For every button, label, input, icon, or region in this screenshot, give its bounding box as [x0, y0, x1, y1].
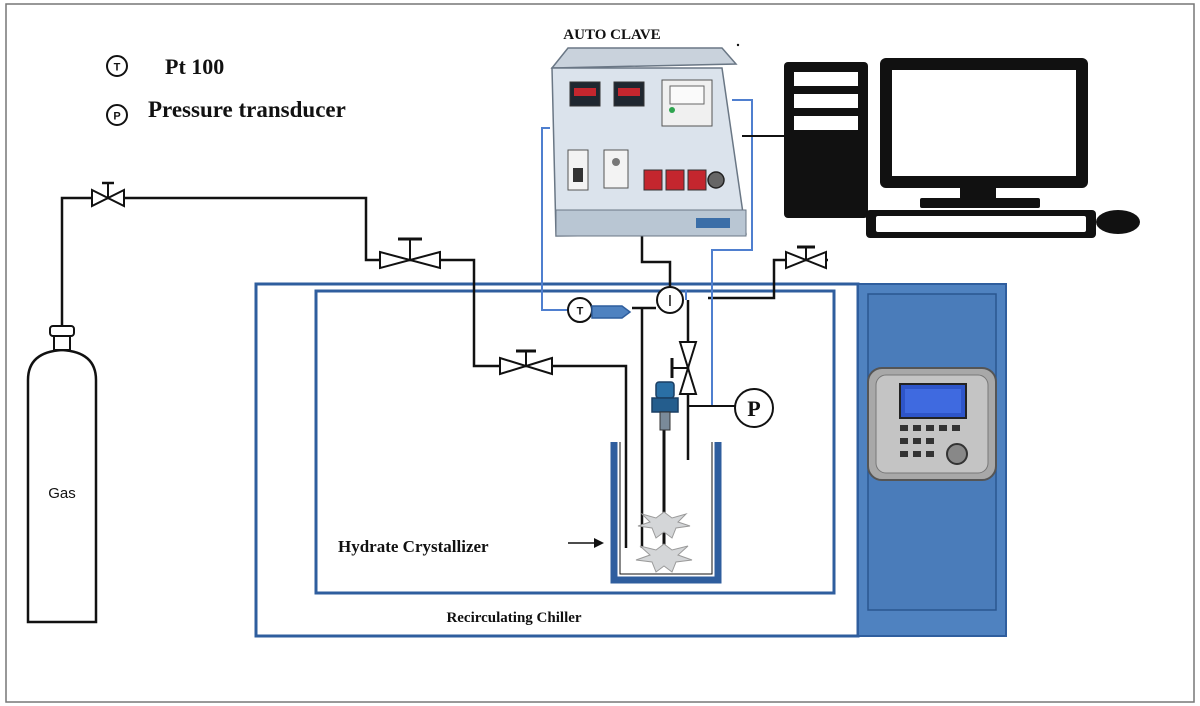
stirrer-indicator: I — [656, 286, 684, 314]
pt100-sensor: T — [567, 297, 632, 323]
legend-t-icon: T — [106, 55, 128, 77]
recirculating-chiller: Recirculating Chiller — [254, 282, 1007, 638]
gas-cylinder: Gas — [26, 325, 98, 624]
computer — [784, 58, 1140, 238]
autoclave-controller — [550, 47, 747, 237]
impeller-lower — [635, 543, 693, 573]
pressure-transducer-symbol: P — [747, 396, 760, 421]
pressure-transducer: P — [688, 388, 774, 428]
crystallizer-arrow — [568, 538, 604, 548]
valve-inlet-main[interactable] — [379, 237, 441, 270]
chiller-controller — [867, 367, 997, 481]
hydrate-crystallizer — [610, 381, 722, 584]
chiller-bath — [314, 289, 836, 595]
stirrer-indicator-symbol: I — [668, 293, 672, 310]
valve-gas-outlet[interactable] — [91, 181, 125, 208]
controller-knob — [946, 443, 968, 465]
autoclave-label: AUTO CLAVE — [563, 27, 660, 43]
valve-inlet-bath[interactable] — [499, 349, 553, 376]
crystallizer-label: Hydrate Crystallizer — [338, 537, 489, 556]
legend: T Pt 100 P Pressure transducer — [106, 54, 346, 126]
stirrer-motor — [651, 381, 679, 431]
valve-vent[interactable] — [785, 245, 827, 270]
gas-label: Gas — [48, 485, 76, 502]
valve-vertical-outlet[interactable] — [670, 341, 698, 395]
legend-p-symbol: P — [113, 111, 120, 123]
pt100-symbol: T — [577, 306, 584, 318]
legend-t-label: Pt 100 — [165, 54, 224, 79]
stray-dot — [736, 43, 740, 47]
impeller-upper — [637, 511, 691, 539]
computer-mouse — [1096, 210, 1140, 234]
controller-keypad — [900, 425, 960, 457]
legend-p-label: Pressure transducer — [148, 97, 346, 122]
legend-t-symbol: T — [114, 62, 121, 74]
legend-p-icon: P — [106, 104, 128, 126]
chiller-label: Recirculating Chiller — [446, 610, 581, 626]
